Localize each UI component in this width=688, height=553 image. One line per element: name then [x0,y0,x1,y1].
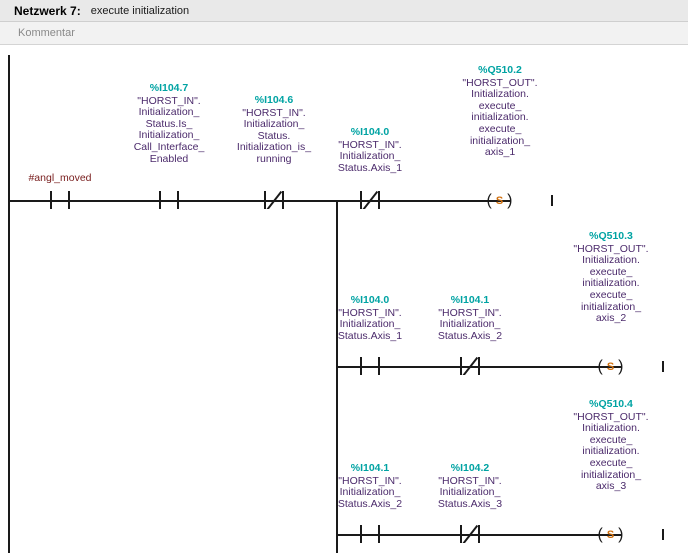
network-label: Netzwerk 7: [14,3,81,18]
coil-set-execute-initialization-axis-1[interactable]: ( S ) [480,190,520,212]
coil-set-letter: S [606,529,616,541]
symbol-text: "HORST_OUT". Initialization. execute_ in… [462,76,538,159]
contact-bar-right [478,525,480,543]
coil-set-letter: S [606,361,616,373]
label-execute-initialization-axis-1: %Q510.2 "HORST_OUT". Initialization. exe… [441,64,559,159]
contact-init-call-interface-enabled[interactable] [159,191,179,209]
rung1-wire [9,200,511,202]
symbol-text: "HORST_IN". Initialization_ Status.Is_ I… [133,94,205,165]
contact-negation-slash [265,191,283,209]
comment-placeholder: Kommentar [18,27,75,39]
contact-init-status-axis-1-rung1[interactable] [360,191,380,209]
label-init-status-axis-2-rung3: %I104.1 "HORST_IN". Initialization_ Stat… [311,462,429,510]
contact-bar-left [360,525,362,543]
coil-paren-left: ( [597,358,604,375]
symbol-text: "HORST_IN". Initialization_ Status.Axis_… [337,474,403,510]
symbol-text: "HORST_IN". Initialization_ Status.Axis_… [337,306,403,342]
address-text: %I104.1 [450,294,490,306]
address-text: %Q510.2 [478,64,522,76]
branch-vertical-connector [336,200,338,553]
contact-angl-moved[interactable] [50,191,70,209]
rung3-end-tick [662,529,664,540]
symbol-text: "HORST_OUT". Initialization. execute_ in… [573,410,649,493]
coil-paren-right: ) [618,358,625,375]
coil-paren-right: ) [618,526,625,543]
label-init-call-interface-enabled: %I104.7 "HORST_IN". Initialization_ Stat… [110,82,228,165]
coil-paren-right: ) [507,192,514,209]
contact-bar-right [68,191,70,209]
contact-bar-right [378,357,380,375]
coil-paren-left: ( [486,192,493,209]
label-init-status-axis-1-rung2: %I104.0 "HORST_IN". Initialization_ Stat… [311,294,429,342]
label-init-status-axis-2-rung2: %I104.1 "HORST_IN". Initialization_ Stat… [411,294,529,342]
contact-bar-right [177,191,179,209]
coil-paren-left: ( [597,526,604,543]
contact-init-status-axis-3-rung3[interactable] [460,525,480,543]
network-title: execute initialization [90,4,190,17]
label-init-status-axis-3-rung3: %I104.2 "HORST_IN". Initialization_ Stat… [411,462,529,510]
address-text: %I104.6 [254,94,294,106]
contact-bar-right [378,525,380,543]
label-execute-initialization-axis-2: %Q510.3 "HORST_OUT". Initialization. exe… [552,230,670,325]
contact-init-status-axis-2-rung2[interactable] [460,357,480,375]
ladder-diagram-canvas[interactable]: #angl_moved %I104.7 "HORST_IN". Initiali… [0,45,688,553]
address-text: %Q510.3 [589,230,633,242]
contact-bar-left [50,191,52,209]
network-comment-bar[interactable]: Kommentar [0,22,688,65]
coil-set-letter: S [495,195,505,207]
label-initialization-is-running: %I104.6 "HORST_IN". Initialization_ Stat… [215,94,333,166]
angl-moved-label: #angl_moved [28,172,92,184]
address-text: %I104.7 [149,82,189,94]
contact-bar-left [159,191,161,209]
coil-set-execute-initialization-axis-3[interactable]: ( S ) [591,524,631,546]
contact-bar-right [378,191,380,209]
contact-init-status-axis-2-rung3[interactable] [360,525,380,543]
left-power-rail [8,55,10,553]
symbol-text: "HORST_IN". Initialization_ Status.Axis_… [437,306,503,342]
address-text: %I104.2 [450,462,490,474]
contact-bar-right [282,191,284,209]
symbol-text: "HORST_IN". Initialization_ Status.Axis_… [337,138,403,174]
rung2-end-tick [662,361,664,372]
contact-init-status-axis-1-rung2[interactable] [360,357,380,375]
symbol-text: "HORST_IN". Initialization_ Status. Init… [236,106,312,165]
rung1-end-tick [551,195,553,206]
network-header-bar: Netzwerk 7: execute initialization [0,0,688,22]
address-text: %Q510.4 [589,398,633,410]
symbol-text: "HORST_IN". Initialization_ Status.Axis_… [437,474,503,510]
address-text: %I104.0 [350,126,390,138]
label-execute-initialization-axis-3: %Q510.4 "HORST_OUT". Initialization. exe… [552,398,670,493]
address-text: %I104.0 [350,294,390,306]
contact-bar-right [478,357,480,375]
coil-set-execute-initialization-axis-2[interactable]: ( S ) [591,356,631,378]
contact-bar-left [360,357,362,375]
contact-initialization-is-running[interactable] [264,191,284,209]
contact-negation-slash [461,357,479,375]
label-init-status-axis-1-rung1: %I104.0 "HORST_IN". Initialization_ Stat… [311,126,429,174]
contact-negation-slash [361,191,379,209]
contact-negation-slash [461,525,479,543]
address-text: %I104.1 [350,462,390,474]
symbol-text: "HORST_OUT". Initialization. execute_ in… [573,242,649,325]
